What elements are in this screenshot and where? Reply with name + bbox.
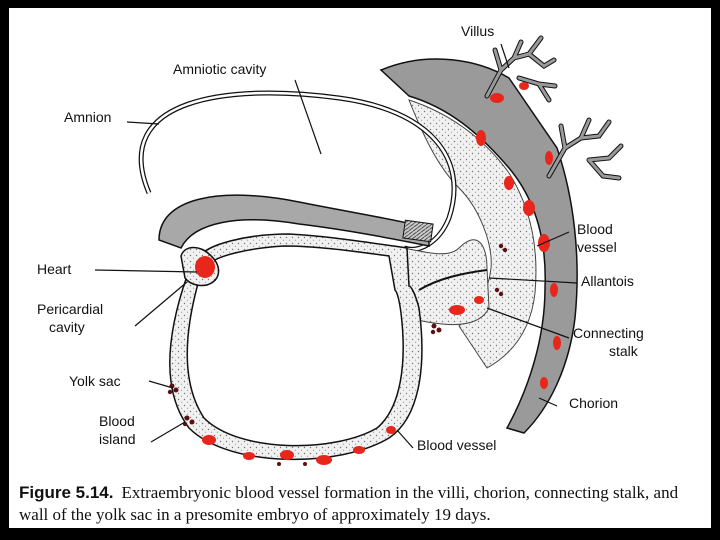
- label-amniotic-cavity: Amniotic cavity: [173, 61, 266, 77]
- figure-caption: Figure 5.14.Extraembryonic blood vessel …: [19, 482, 709, 526]
- caption-number: Figure 5.14.: [19, 483, 114, 502]
- label-blood: Blood: [99, 413, 135, 429]
- label-stalk: stalk: [609, 343, 639, 359]
- label-blood-vessel-right-1: Blood: [577, 221, 613, 237]
- villus-upper: [484, 35, 558, 103]
- blood-islands: [167, 243, 508, 466]
- chorion: [379, 58, 578, 434]
- label-pericardial: Pericardial: [37, 301, 103, 317]
- leader-lines: [94, 43, 578, 449]
- blood-vessels: [202, 82, 561, 465]
- label-yolk-sac: Yolk sac: [69, 373, 121, 389]
- label-connecting: Connecting: [573, 325, 644, 341]
- label-amnion: Amnion: [64, 109, 111, 125]
- villus-lower: [546, 117, 624, 181]
- label-allantois: Allantois: [581, 273, 634, 289]
- label-villus: Villus: [461, 23, 494, 39]
- label-blood-vessel-bottom: Blood vessel: [417, 437, 496, 453]
- embryo-diagram: Villus Amniotic cavity Amnion Heart Peri…: [37, 23, 644, 466]
- label-heart: Heart: [37, 261, 71, 277]
- caption-text: Extraembryonic blood vessel formation in…: [19, 483, 679, 524]
- cloacal-membrane: [402, 219, 434, 243]
- label-blood-vessel-right-2: vessel: [577, 239, 617, 255]
- label-cavity: cavity: [49, 319, 85, 335]
- figure-panel: Villus Amniotic cavity Amnion Heart Peri…: [9, 8, 711, 528]
- heart: [195, 256, 215, 278]
- label-chorion: Chorion: [569, 395, 618, 411]
- allantois: [418, 269, 488, 291]
- label-island: island: [99, 431, 136, 447]
